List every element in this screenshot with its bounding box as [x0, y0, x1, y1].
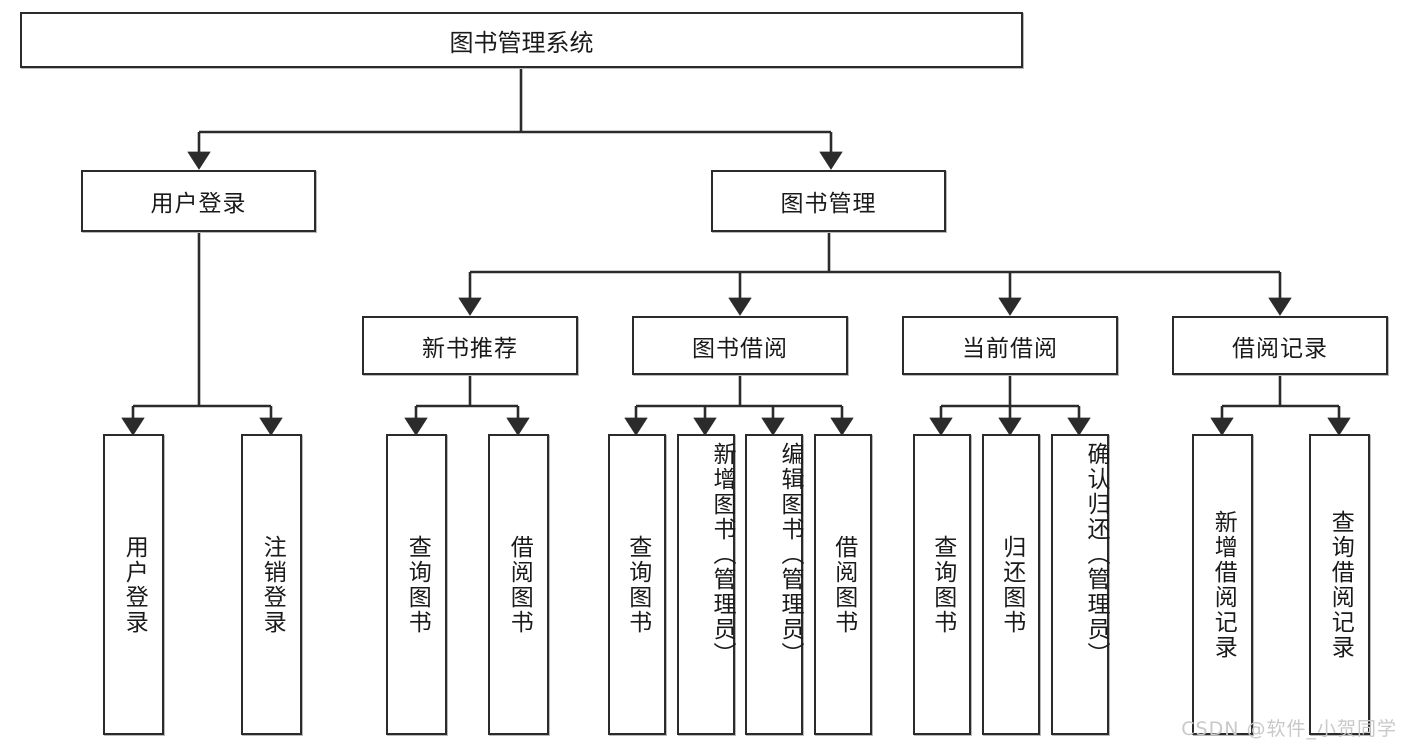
- node-label: 查询图书: [624, 534, 651, 635]
- node-label: 图书管理系统: [449, 28, 594, 57]
- leaf-borrow-book-recommend[interactable]: 借阅图书: [488, 434, 549, 735]
- node-current-borrow[interactable]: 当前借阅: [902, 316, 1118, 375]
- node-label: 查询图书: [929, 534, 956, 635]
- leaf-query-book-borrow[interactable]: 查询图书: [608, 434, 666, 735]
- leaf-query-book-current[interactable]: 查询图书: [913, 434, 971, 735]
- leaf-logout[interactable]: 注销登录: [241, 434, 302, 735]
- node-label: 当前借阅: [962, 335, 1058, 362]
- node-label: 新增借阅记录: [1210, 509, 1237, 660]
- node-label: 新书推荐: [422, 335, 518, 362]
- node-book-management[interactable]: 图书管理: [711, 170, 946, 232]
- leaf-add-book-admin[interactable]: 新增图书（管理员）: [677, 434, 735, 735]
- node-new-book-recommend[interactable]: 新书推荐: [362, 316, 578, 375]
- node-label: 图书借阅: [692, 335, 788, 362]
- node-label: 归还图书: [998, 534, 1025, 635]
- node-label: 新增图书（管理员）: [709, 442, 735, 667]
- leaf-query-book-recommend[interactable]: 查询图书: [386, 434, 447, 735]
- node-label: 查询图书: [404, 534, 431, 635]
- leaf-add-borrow-record[interactable]: 新增借阅记录: [1192, 434, 1253, 735]
- node-label: 确认归还（管理员）: [1083, 442, 1109, 667]
- node-label: 用户登录: [121, 534, 148, 635]
- node-label: 用户登录: [150, 191, 247, 217]
- leaf-user-login[interactable]: 用户登录: [103, 434, 164, 735]
- leaf-query-borrow-record[interactable]: 查询借阅记录: [1309, 434, 1370, 735]
- node-label: 图书管理: [780, 191, 877, 217]
- leaf-edit-book-admin[interactable]: 编辑图书（管理员）: [745, 434, 803, 735]
- leaf-return-book[interactable]: 归还图书: [982, 434, 1040, 735]
- node-book-borrow[interactable]: 图书借阅: [632, 316, 848, 375]
- node-root-system[interactable]: 图书管理系统: [20, 12, 1023, 68]
- node-label: 借阅记录: [1232, 335, 1328, 362]
- node-label: 借阅图书: [506, 534, 533, 635]
- node-label: 查询借阅记录: [1327, 509, 1354, 660]
- leaf-borrow-book-borrow[interactable]: 借阅图书: [814, 434, 872, 735]
- node-label: 编辑图书（管理员）: [777, 442, 803, 667]
- node-borrow-record[interactable]: 借阅记录: [1172, 316, 1388, 375]
- node-label: 注销登录: [259, 534, 286, 635]
- node-user-login[interactable]: 用户登录: [81, 170, 316, 232]
- leaf-confirm-return-admin[interactable]: 确认归还（管理员）: [1051, 434, 1109, 735]
- node-label: 借阅图书: [830, 534, 857, 635]
